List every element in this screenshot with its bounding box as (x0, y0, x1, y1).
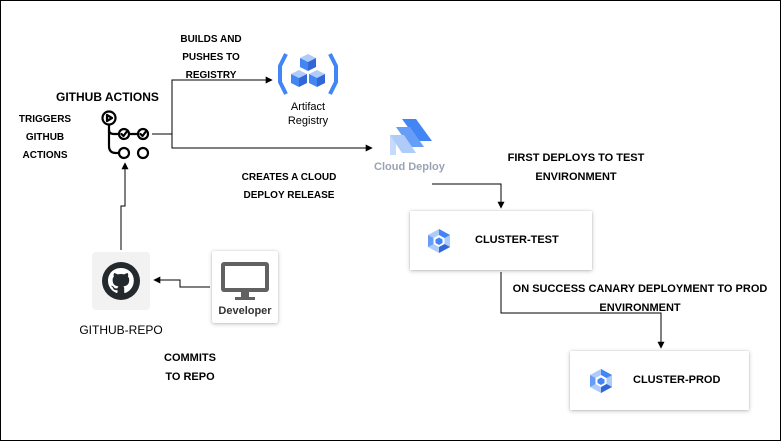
builds-label-line2: PUSHES TO (182, 52, 240, 63)
triggers-label-line3: ACTIONS (22, 150, 68, 161)
commits-label: COMMITS TO REPO (148, 349, 232, 387)
arrow-repo-to-actions (120, 162, 129, 250)
github-actions-icon (101, 110, 150, 160)
cluster-test-label: CLUSTER-TEST (475, 234, 559, 246)
commits-label-line1: COMMITS (164, 352, 216, 364)
github-actions-title: GITHUB ACTIONS (56, 90, 159, 104)
creates-label-line2: DEPLOY RELEASE (243, 190, 335, 201)
cluster-prod-label: CLUSTER-PROD (633, 374, 721, 386)
canary-label: ON SUCCESS CANARY DEPLOYMENT TO PROD ENV… (505, 280, 775, 318)
builds-label-line3: REGISTRY (185, 70, 237, 81)
cluster-test-node[interactable]: CLUSTER-TEST (410, 211, 592, 270)
monitor-icon (221, 262, 269, 300)
arrow-test-to-prod (500, 272, 665, 349)
artifact-registry-icon (278, 53, 338, 95)
cloud-deploy-icon (390, 119, 432, 155)
triggers-label-line2: GITHUB (25, 132, 65, 143)
kubernetes-engine-icon (590, 369, 612, 393)
artifact-registry-label-line2: Registry (287, 115, 329, 127)
first-deploys-label: FIRST DEPLOYS TO TEST ENVIRONMENT (496, 149, 656, 187)
commits-label-line2: TO REPO (165, 371, 215, 383)
creates-label-line1: CREATES A CLOUD (241, 172, 337, 183)
github-repo-label: GITHUB-REPO (79, 323, 163, 337)
kubernetes-engine-icon (428, 229, 450, 253)
developer-label: Developer (218, 305, 272, 317)
cluster-prod-node[interactable]: CLUSTER-PROD (570, 351, 749, 410)
builds-label-line1: BUILDS AND (180, 34, 242, 45)
triggers-label: TRIGGERS GITHUB ACTIONS (14, 111, 76, 165)
cloud-deploy-label: Cloud Deploy (374, 161, 445, 173)
first-deploys-label-line2: ENVIRONMENT (535, 171, 617, 183)
artifact-registry-label-line1: Artifact (290, 101, 326, 113)
creates-label: CREATES A CLOUD DEPLOY RELEASE (236, 169, 342, 205)
developer-node[interactable]: Developer (212, 251, 278, 323)
arrow-developer-to-repo (153, 276, 210, 288)
github-repo-tile (92, 252, 150, 310)
arrow-actions-to-registry (152, 76, 273, 135)
arrow-clouddeploy-to-test (432, 183, 505, 209)
artifact-registry-label: Artifact Registry (278, 100, 338, 128)
canary-label-line2: ENVIRONMENT (599, 302, 681, 314)
canary-label-line1: ON SUCCESS CANARY DEPLOYMENT TO PROD (512, 283, 768, 295)
first-deploys-label-line1: FIRST DEPLOYS TO TEST (507, 152, 645, 164)
triggers-label-line1: TRIGGERS (18, 114, 72, 125)
github-icon (102, 262, 140, 300)
arrow-actions-to-clouddeploy (171, 134, 373, 152)
builds-label: BUILDS AND PUSHES TO REGISTRY (172, 31, 250, 85)
